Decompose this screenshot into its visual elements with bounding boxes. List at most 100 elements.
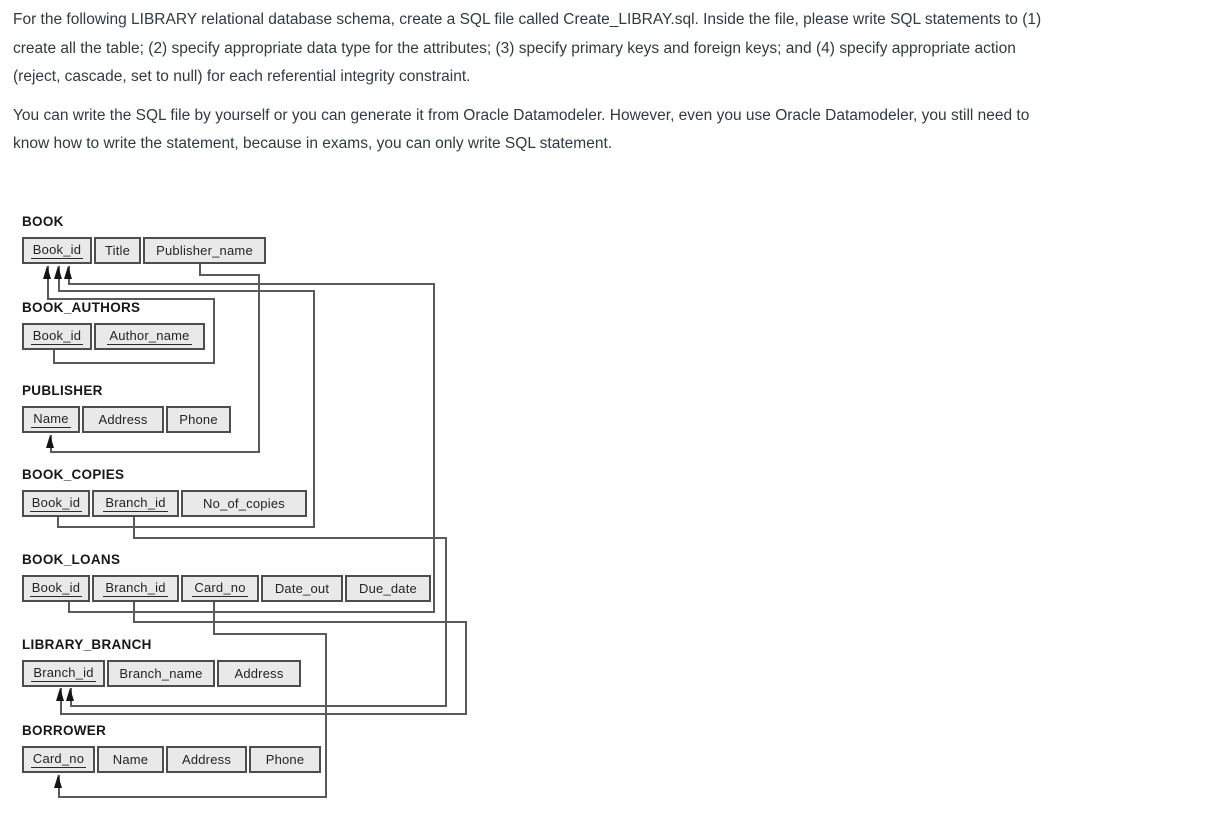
primary-key-attribute-label: Book_id bbox=[30, 328, 84, 345]
primary-key-attribute-label: Name bbox=[31, 411, 71, 428]
table-row-book-loans: Book_id Branch_id Card_no Date_out Due_date bbox=[22, 575, 431, 602]
attribute-label: Title bbox=[104, 243, 131, 258]
fk-line-book-loans-card-no bbox=[213, 602, 215, 635]
column-publisher-address: Address bbox=[82, 406, 164, 433]
column-borrower-phone: Phone bbox=[249, 746, 321, 773]
column-book-loans-branch-id: Branch_id bbox=[92, 575, 179, 602]
fk-arrowhead-book-publisher-name bbox=[46, 435, 54, 448]
fk-line-book-loans-book-id bbox=[433, 283, 435, 613]
attribute-label: Branch_name bbox=[119, 666, 203, 681]
table-row-book-copies: Book_id Branch_id No_of_copies bbox=[22, 490, 307, 517]
fk-line-book-loans-card-no bbox=[58, 796, 327, 798]
attribute-label: Date_out bbox=[274, 581, 330, 596]
primary-key-attribute-label: Card_no bbox=[192, 580, 248, 597]
fk-arrowhead-book-loans-branch-id bbox=[56, 688, 64, 701]
fk-arrowhead-book-copies-book-id bbox=[54, 266, 62, 279]
attribute-label: No_of_copies bbox=[203, 496, 285, 511]
column-publisher-phone: Phone bbox=[166, 406, 231, 433]
fk-line-book-loans-book-id bbox=[68, 283, 435, 285]
fk-line-book-authors-book-id bbox=[53, 350, 55, 364]
column-book-copies-no-of-copies: No_of_copies bbox=[181, 490, 307, 517]
column-book-title: Title bbox=[94, 237, 141, 264]
column-book-copies-branch-id: Branch_id bbox=[92, 490, 179, 517]
fk-line-book-loans-branch-id bbox=[133, 621, 467, 623]
column-book-publisher-name: Publisher_name bbox=[143, 237, 266, 264]
fk-line-book-copies-book-id bbox=[313, 290, 315, 528]
fk-line-book-loans-card-no bbox=[213, 633, 327, 635]
fk-line-book-copies-branch-id bbox=[70, 705, 447, 707]
primary-key-attribute-label: Branch_id bbox=[31, 665, 96, 682]
fk-line-book-loans-branch-id bbox=[60, 688, 62, 715]
column-book-loans-due-date: Due_date bbox=[345, 575, 431, 602]
table-label-publisher: PUBLISHER bbox=[22, 383, 103, 398]
fk-line-book-loans-book-id bbox=[68, 602, 70, 613]
attribute-label: Address bbox=[181, 752, 232, 767]
column-library-branch-branch-id: Branch_id bbox=[22, 660, 105, 687]
fk-arrowhead-book-authors-book-id bbox=[43, 266, 51, 279]
table-label-borrower: BORROWER bbox=[22, 723, 107, 738]
fk-arrowhead-book-copies-branch-id bbox=[66, 688, 74, 701]
fk-line-book-publisher-name bbox=[199, 274, 260, 276]
attribute-label: Phone bbox=[179, 412, 218, 427]
fk-line-book-loans-branch-id bbox=[133, 602, 135, 623]
fk-line-book-authors-book-id bbox=[47, 266, 49, 300]
attribute-label: Address bbox=[234, 666, 284, 681]
fk-line-book-copies-book-id bbox=[58, 266, 60, 292]
column-book-authors-book-id: Book_id bbox=[22, 323, 92, 350]
primary-key-attribute-label: Book_id bbox=[29, 495, 83, 512]
column-borrower-card-no: Card_no bbox=[22, 746, 95, 773]
fk-line-book-copies-branch-id bbox=[133, 517, 135, 539]
assignment-instructions: For the following LIBRARY relational dat… bbox=[13, 6, 1198, 159]
fk-line-book-publisher-name bbox=[199, 264, 201, 276]
table-row-borrower: Card_no Name Address Phone bbox=[22, 746, 321, 773]
column-borrower-address: Address bbox=[166, 746, 247, 773]
attribute-label: Address bbox=[98, 412, 148, 427]
fk-line-book-copies-book-id bbox=[57, 526, 315, 528]
column-library-branch-address: Address bbox=[217, 660, 301, 687]
primary-key-attribute-label: Author_name bbox=[107, 328, 192, 345]
instructions-paragraph-1: For the following LIBRARY relational dat… bbox=[13, 11, 1042, 85]
fk-line-book-copies-book-id bbox=[58, 290, 315, 292]
table-label-book: BOOK bbox=[22, 214, 64, 229]
table-label-book-authors: BOOK_AUTHORS bbox=[22, 300, 141, 315]
table-label-library-branch: LIBRARY_BRANCH bbox=[22, 637, 152, 652]
fk-arrowhead-book-loans-card-no bbox=[54, 775, 62, 788]
primary-key-attribute-label: Branch_id bbox=[103, 580, 168, 597]
fk-line-book-publisher-name bbox=[258, 274, 260, 453]
attribute-label: Phone bbox=[265, 752, 305, 767]
column-book-book-id: Book_id bbox=[22, 237, 92, 264]
table-row-book: Book_id Title Publisher_name bbox=[22, 237, 266, 264]
table-label-book-loans: BOOK_LOANS bbox=[22, 552, 121, 567]
fk-line-book-authors-book-id bbox=[213, 298, 215, 364]
primary-key-attribute-label: Card_no bbox=[30, 751, 87, 768]
fk-line-book-loans-card-no bbox=[325, 633, 327, 798]
fk-line-book-copies-book-id bbox=[57, 517, 59, 528]
fk-line-book-loans-branch-id bbox=[465, 621, 467, 715]
attribute-label: Name bbox=[112, 752, 149, 767]
table-label-book-copies: BOOK_COPIES bbox=[22, 467, 125, 482]
attribute-label: Due_date bbox=[359, 581, 417, 596]
table-row-library-branch: Branch_id Branch_name Address bbox=[22, 660, 301, 687]
fk-line-book-loans-branch-id bbox=[60, 713, 467, 715]
column-book-loans-card-no: Card_no bbox=[181, 575, 259, 602]
fk-line-book-copies-branch-id bbox=[133, 537, 447, 539]
primary-key-attribute-label: Branch_id bbox=[103, 495, 168, 512]
fk-arrowhead-book-loans-book-id bbox=[64, 266, 72, 279]
table-row-publisher: Name Address Phone bbox=[22, 406, 231, 433]
instructions-paragraph-2: You can write the SQL file by yourself o… bbox=[13, 106, 1030, 153]
table-row-book-authors: Book_id Author_name bbox=[22, 323, 205, 350]
fk-line-book-loans-book-id bbox=[68, 611, 435, 613]
column-book-copies-book-id: Book_id bbox=[22, 490, 90, 517]
column-library-branch-branch-name: Branch_name bbox=[107, 660, 215, 687]
column-book-authors-author-name: Author_name bbox=[94, 323, 205, 350]
fk-line-book-authors-book-id bbox=[53, 362, 215, 364]
primary-key-attribute-label: Book_id bbox=[29, 580, 83, 597]
column-publisher-name: Name bbox=[22, 406, 80, 433]
fk-line-book-publisher-name bbox=[50, 451, 260, 453]
primary-key-attribute-label: Book_id bbox=[30, 242, 84, 259]
fk-line-book-authors-book-id bbox=[47, 298, 215, 300]
column-borrower-name: Name bbox=[97, 746, 164, 773]
column-book-loans-date-out: Date_out bbox=[261, 575, 343, 602]
